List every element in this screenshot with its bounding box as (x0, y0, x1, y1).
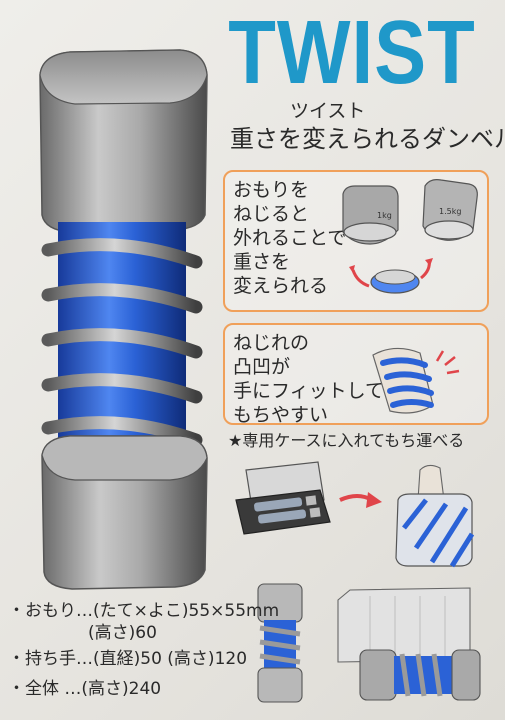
feature-text-weights: おもりを ねじると 外れることで 重さを 変えられる (233, 179, 347, 297)
spec-handle: ・持ち手…(直経)50 (高さ)120 (8, 649, 248, 669)
feature-text-grip: ねじれの 凸凹が 手にフィットして もちやすい (233, 332, 385, 426)
weight-label-1kg: 1kg (377, 211, 392, 220)
weights-illustration: 1kg 1.5kg (342, 179, 478, 294)
rotate-arrow-left-icon (351, 269, 370, 288)
subtitle: 重さを変えられるダンベル (230, 125, 505, 153)
poster-title: TWIST (228, 1, 476, 103)
spec-total: ・全体 …(高さ)240 (8, 679, 162, 699)
case-note: ★専用ケースに入れてもち運べる (228, 431, 465, 450)
feature-box-weights: おもりを ねじると 外れることで 重さを 変えられる 1kg 1.5kg (223, 170, 489, 312)
hand-grip-illustration (372, 347, 460, 414)
subtitle-kana: ツイスト (290, 100, 366, 122)
spec-weight: ・おもり…(たて×よこ)55×55mm (8, 601, 280, 621)
bottom-weight (41, 435, 208, 590)
top-weight (39, 49, 208, 233)
spec-weight-height: (高さ)60 (88, 623, 157, 643)
spiral-coils (41, 238, 203, 447)
feature-box-grip: ねじれの 凸凹が 手にフィットして もちやすい (223, 323, 489, 426)
emphasis-marks-icon (435, 350, 460, 375)
weight-label-1-5kg: 1.5kg (439, 207, 461, 216)
